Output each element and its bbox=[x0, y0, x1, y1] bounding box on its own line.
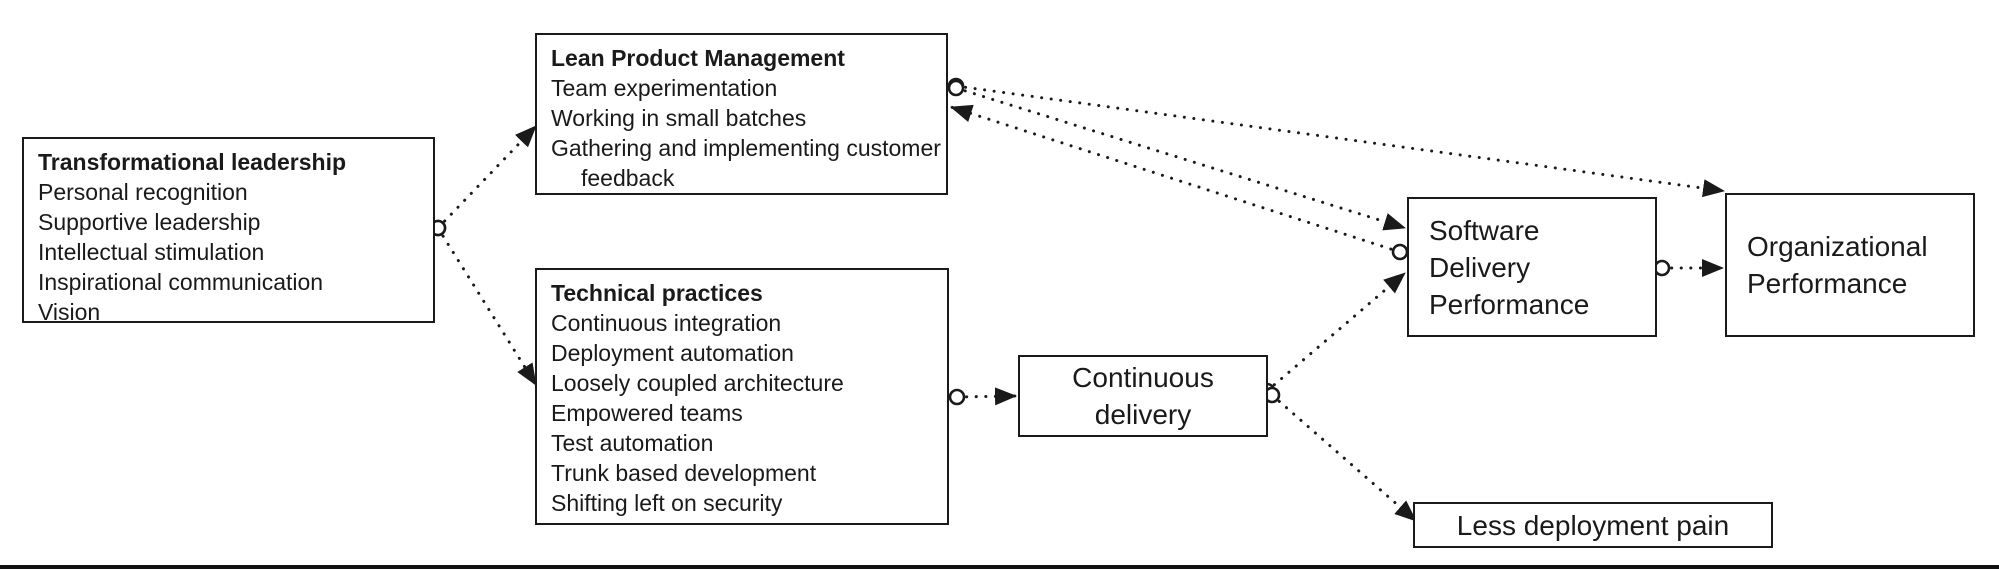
node-technical-practices: Technical practices Continuous integrati… bbox=[535, 268, 949, 525]
node-lean-product-management: Lean Product Management Team experimenta… bbox=[535, 33, 948, 195]
list-item: Working in small batches bbox=[551, 105, 807, 131]
node-label-organizational-performance: Organizational Performance bbox=[1747, 231, 1928, 299]
node-less-deployment-pain: Less deployment pain bbox=[1413, 502, 1773, 548]
bottom-rule bbox=[0, 565, 1999, 569]
edge-tp-cd bbox=[955, 387, 1018, 406]
node-continuous-delivery: Continuous delivery bbox=[1018, 355, 1268, 437]
edge-source-dot-sdp-lpm bbox=[1391, 243, 1409, 261]
node-label-software-delivery-performance: Software Delivery Performance bbox=[1429, 214, 1590, 320]
list-item: Supportive leadership bbox=[38, 209, 261, 235]
edge-cd-ldp bbox=[1270, 393, 1418, 523]
list-item: Loosely coupled architecture bbox=[551, 370, 844, 396]
edge-lpm-sdp bbox=[954, 86, 1407, 231]
edge-source-dot-lpm-sdp bbox=[947, 79, 965, 97]
node-organizational-performance: Organizational Performance bbox=[1725, 193, 1975, 337]
edge-tl-tp bbox=[436, 226, 538, 387]
list-item: Empowered teams bbox=[551, 400, 743, 426]
node-title-lean-product-management: Lean Product Management bbox=[551, 45, 845, 71]
node-title-technical-practices: Technical practices bbox=[551, 280, 763, 306]
list-item: Inspirational communication bbox=[38, 269, 324, 295]
node-title-transformational-leadership: Transformational leadership bbox=[38, 149, 347, 175]
list-item: Personal recognition bbox=[38, 179, 248, 205]
list-item: Test automation bbox=[551, 430, 714, 456]
edge-tl-lpm bbox=[436, 124, 538, 230]
node-transformational-leadership: Transformational leadership Personal rec… bbox=[22, 137, 435, 325]
edge-sdp-lpm bbox=[949, 104, 1402, 254]
list-item: Vision bbox=[38, 299, 101, 325]
list-item: Shifting left on security bbox=[551, 490, 783, 516]
list-item: Gathering and implementing customer feed… bbox=[551, 135, 941, 191]
edge-source-dot-sdp-op bbox=[1653, 259, 1671, 277]
list-item: Continuous integration bbox=[551, 310, 782, 336]
node-software-delivery-performance: Software Delivery Performance bbox=[1407, 197, 1657, 337]
node-label-continuous-delivery: Continuous delivery bbox=[1072, 362, 1214, 430]
list-item: Deployment automation bbox=[551, 340, 794, 366]
node-label-less-deployment-pain: Less deployment pain bbox=[1456, 509, 1730, 541]
edge-source-dot-tp-cd bbox=[948, 388, 966, 406]
list-item: Intellectual stimulation bbox=[38, 239, 265, 265]
list-item: Trunk based development bbox=[551, 460, 817, 486]
list-item: Team experimentation bbox=[551, 75, 778, 101]
edge-cd-sdp bbox=[1265, 271, 1407, 393]
edges bbox=[436, 84, 1726, 523]
edge-lpm-op bbox=[954, 84, 1726, 198]
